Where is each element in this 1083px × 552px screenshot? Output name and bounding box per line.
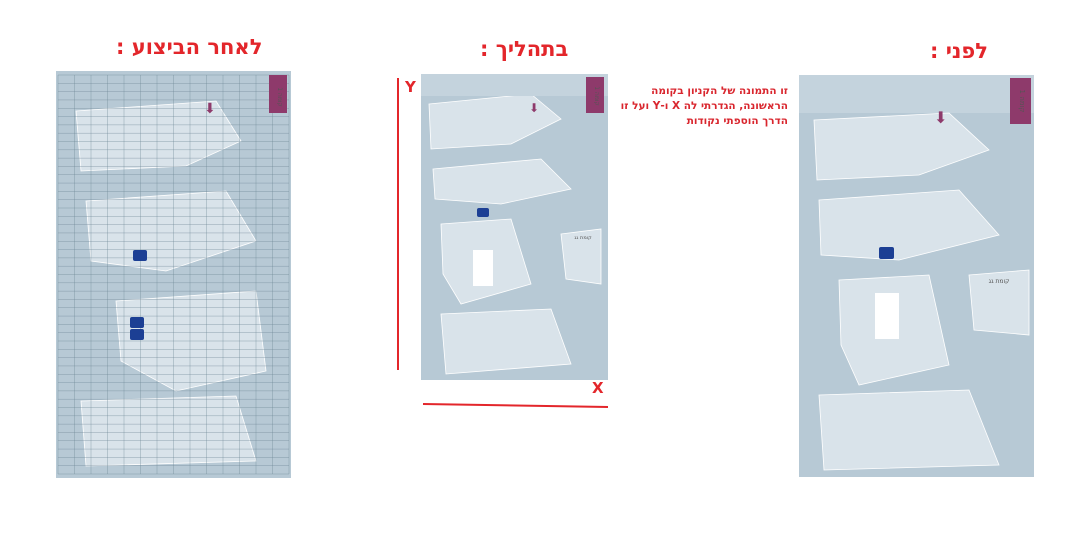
down-arrow-icon: ⬇: [934, 108, 947, 127]
coordinate-grid: [57, 74, 290, 475]
axes-overlay: [397, 78, 609, 408]
axes-map-canvas: קומה 1 ⬇ קומת גג: [421, 74, 608, 380]
parking-icon: [477, 208, 489, 217]
floor-tab: [269, 75, 287, 113]
parking-icon: [130, 329, 144, 340]
explanation-note: זו התמונה של הקניון בקומה הראשונה, הגדרת…: [620, 85, 788, 127]
map-with-axes: קומה 1 ⬇ קומת גג: [421, 74, 608, 380]
before-heading: לפני :: [930, 39, 988, 63]
floor-tab-label: קומה 1: [1018, 90, 1026, 113]
down-arrow-icon: ⬇: [204, 101, 216, 117]
map-with-grid: קומה 1 ⬇: [56, 71, 291, 478]
parking-icon: [879, 247, 894, 259]
floor-tab-label: קומה 1: [276, 87, 283, 107]
during-heading: בתהליך :: [480, 37, 569, 61]
original-map-canvas: קומה 1 ⬇ קומת גג: [799, 75, 1034, 477]
floor-tab-label: קומה 1: [593, 86, 600, 106]
down-arrow-icon: ⬇: [529, 101, 539, 115]
floor-tab: [586, 77, 604, 113]
original-map: קומה 1 ⬇ קומת גג: [799, 75, 1034, 477]
floor-tab: [1010, 78, 1031, 124]
x-axis-label: X: [592, 379, 604, 397]
parking-icon: [130, 317, 144, 328]
y-axis-label: Y: [405, 78, 416, 96]
grid-map-canvas: קומה 1 ⬇: [56, 71, 291, 478]
area-label: קומת גג: [574, 235, 592, 241]
after-heading: לאחר הביצוע :: [116, 35, 263, 59]
parking-icon: [133, 250, 147, 261]
area-label: קומת גג: [989, 278, 1010, 285]
x-axis-line: [422, 403, 609, 408]
